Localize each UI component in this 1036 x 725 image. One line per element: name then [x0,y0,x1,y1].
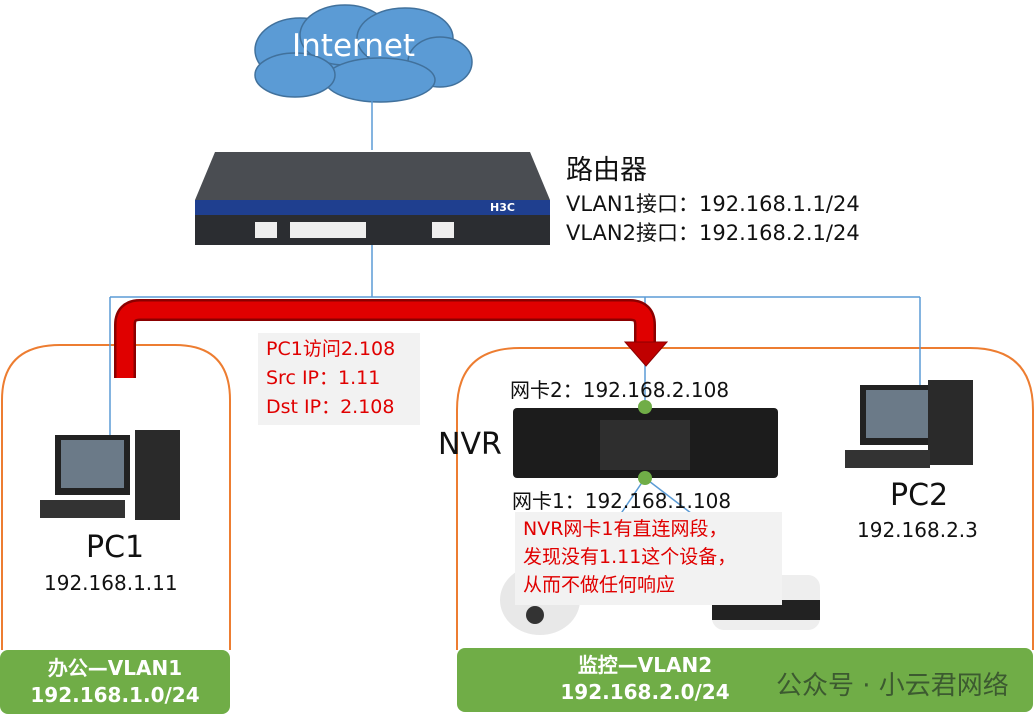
watermark: 公众号 · 小云君网络 [776,671,1009,701]
pc2-ip: 192.168.2.3 [857,518,978,542]
nic1-port [638,471,652,485]
nvr-device [513,408,778,478]
router-brand-logo: H3C [490,201,515,214]
router-vlan1-interface: VLAN1接口：192.168.1.1/24 [566,192,860,216]
router-title: 路由器 [566,155,647,186]
nvr-note: NVR网卡1有直连网段， 发现没有1.11这个设备， 从而不做任何响应 [515,512,782,605]
vlan2-subnet: 192.168.2.0/24 [560,680,730,704]
vlan1-name: 办公—VLAN1 [47,656,183,680]
router-vlan2-interface: VLAN2接口：192.168.2.1/24 [566,221,860,245]
internet-label: Internet [292,28,416,64]
vlan1-subnet: 192.168.1.0/24 [30,683,200,707]
pc1-name: PC1 [86,530,145,565]
vlan1-zone [1,344,231,650]
vlan2-bar: 监控—VLAN2 192.168.2.0/24 [457,648,1033,712]
nvr-note-line: 从而不做任何响应 [523,574,676,596]
pc2-computer [845,380,973,468]
vlan2-zone [456,347,1034,650]
nic2-port [638,400,652,414]
arrow-head [623,341,669,367]
router-device [195,152,550,245]
nvr-nic1-label: 网卡1：192.168.1.108 [512,489,732,513]
flow-note-line: Src IP：1.11 [266,367,381,389]
nvr-nic2-label: 网卡2：192.168.2.108 [510,378,730,402]
pc1-ip: 192.168.1.11 [44,571,178,595]
flow-note-line: PC1访问2.108 [266,338,396,360]
nvr-note-line: NVR网卡1有直连网段， [523,518,728,540]
nvr-label: NVR [438,427,502,462]
pc1-computer [40,430,180,520]
vlan1-bar: 办公—VLAN1 192.168.1.0/24 [0,650,230,714]
vlan2-name: 监控—VLAN2 [577,653,713,677]
cloud-shape [254,4,473,103]
nvr-note-line: 发现没有1.11这个设备， [523,546,737,568]
pc2-name: PC2 [890,478,949,513]
flow-note-line: Dst IP：2.108 [266,396,395,418]
flow-note: PC1访问2.108 Src IP：1.11 Dst IP：2.108 [258,333,420,425]
